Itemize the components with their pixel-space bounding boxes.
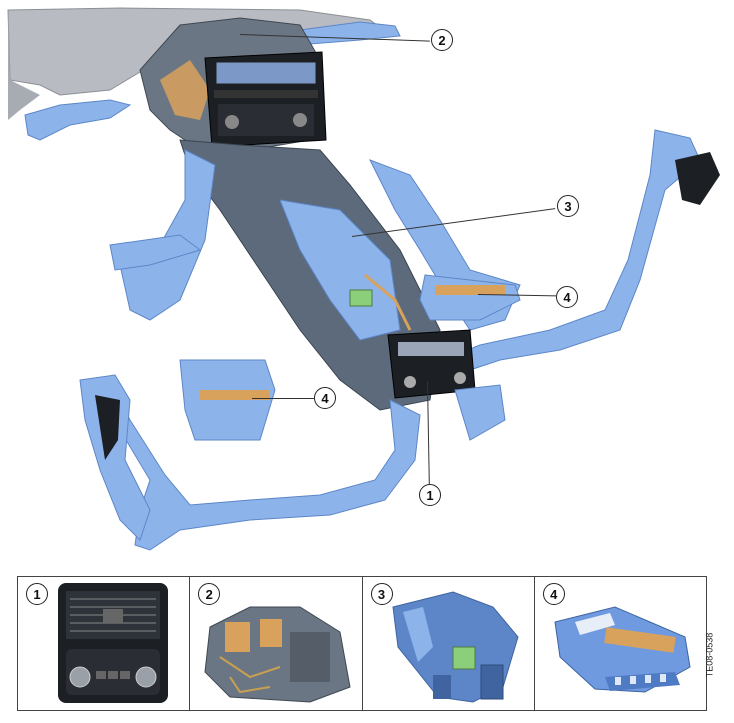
leader-line-4-left [252, 398, 314, 399]
panel-callout-2: 2 [198, 583, 221, 605]
detail-strip: 1 2 3 4 [17, 576, 707, 711]
heater-unit-detail [204, 606, 351, 703]
callout-4-right: 4 [556, 286, 578, 308]
detail-panel-2: 2 [190, 577, 363, 710]
callout-4-left: 4 [314, 387, 336, 409]
callout-2: 2 [431, 29, 453, 51]
main-illustration: 2 3 4 4 1 [7, 7, 720, 551]
detail-panel-3: 3 [363, 577, 535, 710]
left-floor-duct [119, 149, 216, 321]
rear-control-panel-detail [58, 583, 168, 703]
document-id: TE08-0538 [704, 620, 734, 690]
left-dash-duct [24, 99, 132, 141]
callout-3: 3 [557, 195, 579, 217]
floor-outlet-detail [554, 606, 691, 693]
panel-callout-3: 3 [370, 583, 393, 605]
document-id-text: TE08-0538 [704, 632, 715, 678]
panel-callout-1: 1 [26, 583, 48, 605]
console-duct-detail [391, 591, 519, 703]
right-pillar-duct [454, 129, 701, 371]
duct-system-drawing [7, 7, 720, 551]
detail-panel-4: 4 [535, 577, 706, 710]
callout-1: 1 [419, 484, 441, 506]
front-floor-loop [94, 379, 421, 551]
center-console [179, 139, 441, 411]
left-pillar-duct [79, 374, 151, 541]
rear-control-panel [387, 329, 476, 399]
detail-panel-1: 1 [18, 577, 191, 710]
panel-callout-4: 4 [542, 583, 565, 605]
